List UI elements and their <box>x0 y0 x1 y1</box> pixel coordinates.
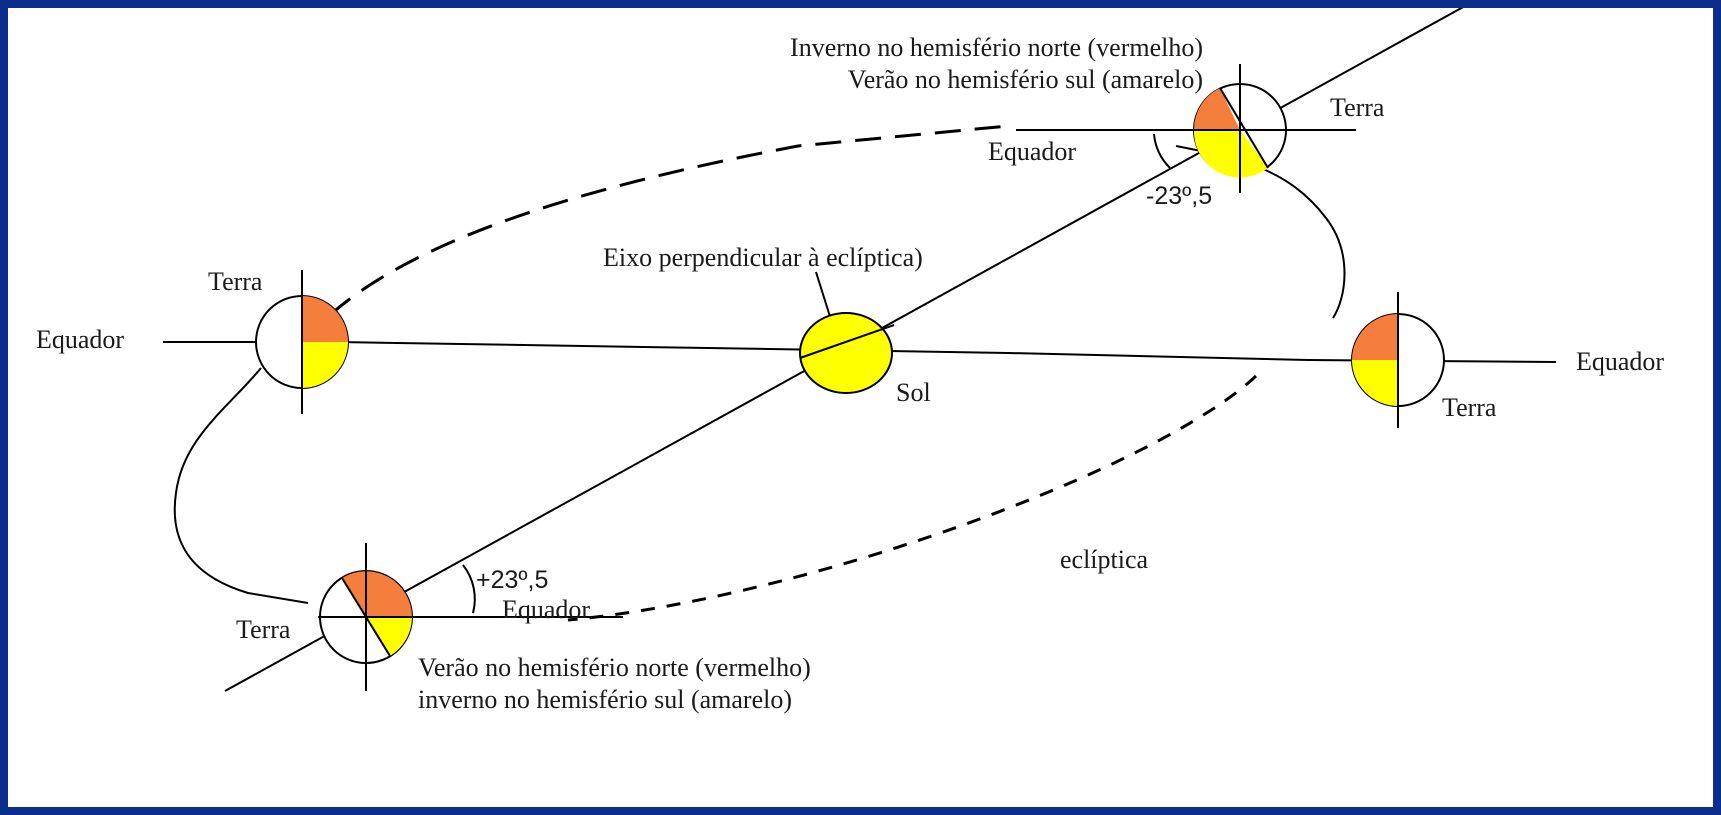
earth-top-north <box>1193 88 1240 130</box>
earth-top <box>1016 64 1356 193</box>
label-ecliptic: eclíptica <box>1060 545 1149 574</box>
earth-right-north <box>1352 314 1398 360</box>
orbit-left-stepped <box>173 367 309 604</box>
earth-right-south <box>1352 360 1398 406</box>
earth-left-south <box>302 342 348 388</box>
label-earth-bottom: Terra <box>236 615 291 644</box>
label-equator-right: Equador <box>1576 347 1664 376</box>
earth-bottom <box>318 543 623 691</box>
diagram-canvas: Inverno no hemisfério norte (vermelho) V… <box>8 8 1713 807</box>
sun-axis-line <box>799 324 895 359</box>
label-earth-top: Terra <box>1330 93 1385 122</box>
orbit-top-dashed <box>329 124 1009 317</box>
earth-top-south <box>1193 130 1268 178</box>
label-summer-south: Verão no hemisfério sul (amarelo) <box>848 65 1203 94</box>
label-equator-left: Equador <box>36 325 124 354</box>
earth-top-axis <box>1219 87 1269 169</box>
earth-left-north <box>302 296 348 342</box>
orbit-right-lower-dashed <box>567 374 1258 622</box>
label-equator-bottom: Equador <box>502 595 590 624</box>
earth-left <box>255 270 349 414</box>
label-winter-south: inverno no hemisfério sul (amarelo) <box>418 685 792 714</box>
earth-right <box>1351 292 1445 428</box>
earth-bottom-south <box>366 617 412 656</box>
earth-bottom-axis <box>341 577 391 657</box>
label-earth-right: Terra <box>1442 393 1497 422</box>
label-equator-top: Equador <box>988 137 1076 166</box>
sun <box>799 312 895 394</box>
label-winter-north: Inverno no hemisfério norte (vermelho) <box>790 33 1203 62</box>
label-angle-minus: -23º,5 <box>1146 182 1212 210</box>
label-earth-left: Terra <box>208 267 263 296</box>
label-summer-north: Verão no hemisfério norte (vermelho) <box>418 653 811 682</box>
angle-arc-minus <box>1153 133 1171 169</box>
label-axis-perpendicular: Eixo perpendicular à eclíptica) <box>603 243 923 272</box>
angle-arc-plus <box>462 564 476 614</box>
label-sun: Sol <box>896 378 931 407</box>
label-angle-plus: +23º,5 <box>476 566 548 594</box>
orbit-diagram: Inverno no hemisfério norte (vermelho) V… <box>36 8 1664 714</box>
